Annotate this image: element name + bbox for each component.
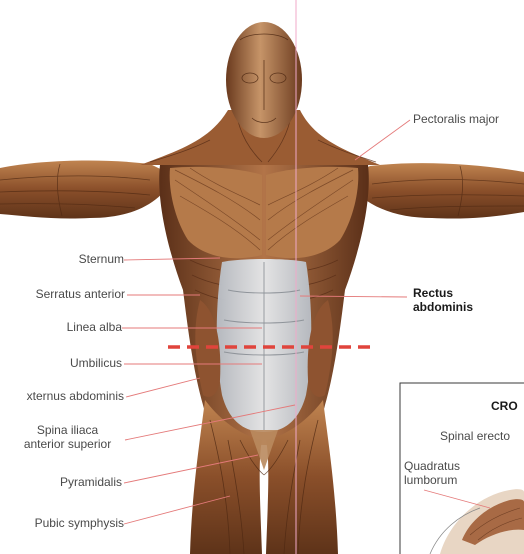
label-pyramidalis: Pyramidalis xyxy=(20,476,122,490)
label-pectoralis-major: Pectoralis major xyxy=(413,113,499,127)
label-pubic-symphysis: Pubic symphysis xyxy=(4,517,124,531)
label-spinal-erector: Spinal erecto xyxy=(440,430,510,444)
label-rectus-line2: abdominis xyxy=(413,301,473,315)
right-arm xyxy=(345,163,524,218)
label-quadratus-lumborum: Quadratus lumborum xyxy=(404,460,460,488)
label-spina-line2: anterior superior xyxy=(10,438,125,452)
label-serratus-anterior: Serratus anterior xyxy=(4,288,125,302)
label-spina-line1: Spina iliaca xyxy=(10,424,125,438)
label-umbilicus: Umbilicus xyxy=(30,357,122,371)
label-sternum: Sternum xyxy=(40,253,124,267)
label-quadratus-line2: lumborum xyxy=(404,474,460,488)
inset-title: CRO xyxy=(491,400,518,414)
label-obliquus-externus: xternus abdominis xyxy=(0,390,124,404)
label-linea-alba: Linea alba xyxy=(30,321,122,335)
label-quadratus-line1: Quadratus xyxy=(404,460,460,474)
label-rectus-line1: Rectus xyxy=(413,287,473,301)
label-spina-iliaca: Spina iliaca anterior superior xyxy=(10,424,125,452)
label-rectus-abdominis: Rectus abdominis xyxy=(413,287,473,315)
left-arm xyxy=(0,161,175,219)
